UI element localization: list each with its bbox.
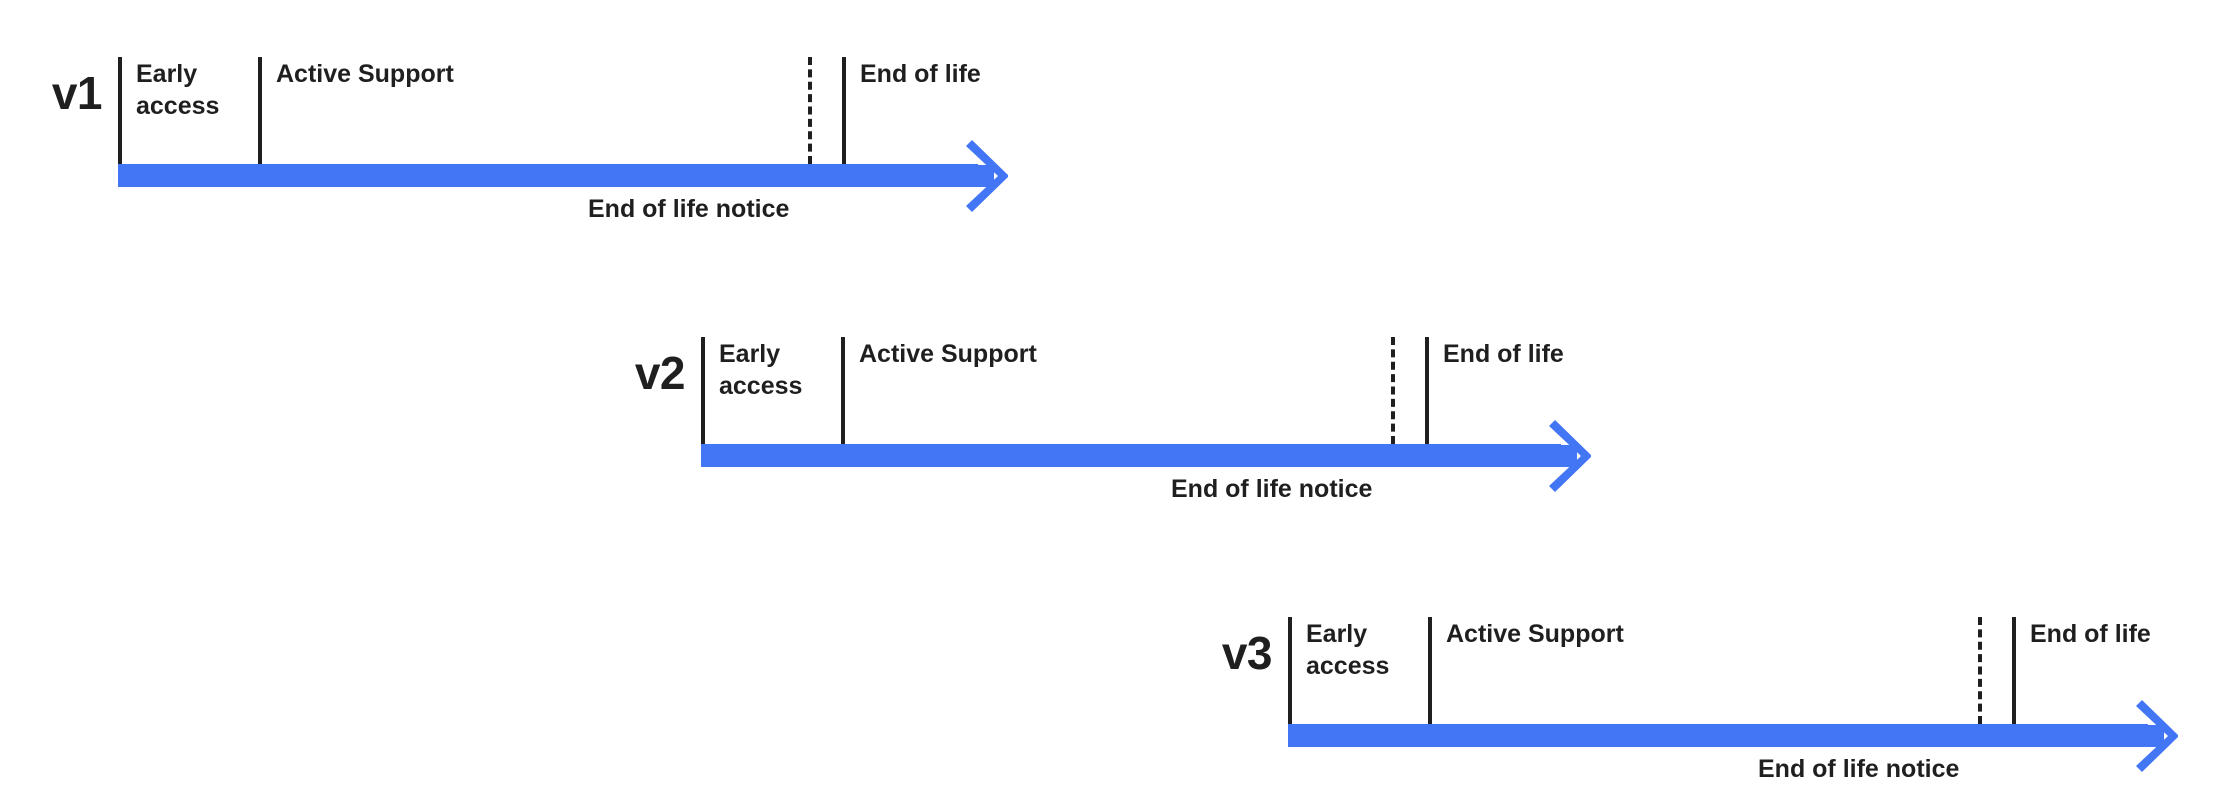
divider-active-to-eol [2012,617,2016,724]
timeline-track-v2: Early access Active Support End of life [701,312,1621,482]
arrow-bar [1288,724,2148,747]
divider-active-to-eol [1425,337,1429,444]
version-label-v3: v3 [1221,627,1273,679]
divider-start [1288,617,1292,724]
segment-label-early-access: Early access [719,340,803,400]
segment-label-end-of-life: End of life [860,60,981,88]
lifecycle-arrow-v3: End of life notice [1288,700,2208,786]
divider-eol-notice-dashed [808,57,812,164]
segment-label-early-access: Early access [1306,620,1390,680]
version-label-v2: v2 [634,347,686,399]
arrow-bar [701,444,1561,467]
end-of-life-notice-label: End of life notice [1758,755,1960,783]
arrow-head-icon [2126,700,2178,772]
divider-early-to-active [1428,617,1432,724]
segment-label-early-access: Early access [136,60,220,120]
divider-eol-notice-dashed [1391,337,1395,444]
divider-start [701,337,705,444]
end-of-life-notice-label: End of life notice [588,195,790,223]
segment-label-active-support: Active Support [859,340,1037,368]
divider-early-to-active [258,57,262,164]
segment-label-end-of-life: End of life [1443,340,1564,368]
lifecycle-arrow-v2: End of life notice [701,420,1621,506]
arrow-head-icon [956,140,1008,212]
arrow-bar [118,164,978,187]
divider-start [118,57,122,164]
arrow-head-icon [1539,420,1591,492]
divider-early-to-active [841,337,845,444]
divider-eol-notice-dashed [1978,617,1982,724]
segment-label-end-of-life: End of life [2030,620,2151,648]
version-label-v1: v1 [51,67,103,119]
timeline-track-v3: Early access Active Support End of life [1288,592,2208,762]
timeline-track-v1: Early access Active Support End of life [118,32,1038,202]
end-of-life-notice-label: End of life notice [1171,475,1373,503]
segment-label-active-support: Active Support [276,60,454,88]
divider-active-to-eol [842,57,846,164]
lifecycle-arrow-v1: End of life notice [118,140,1038,226]
segment-label-active-support: Active Support [1446,620,1624,648]
